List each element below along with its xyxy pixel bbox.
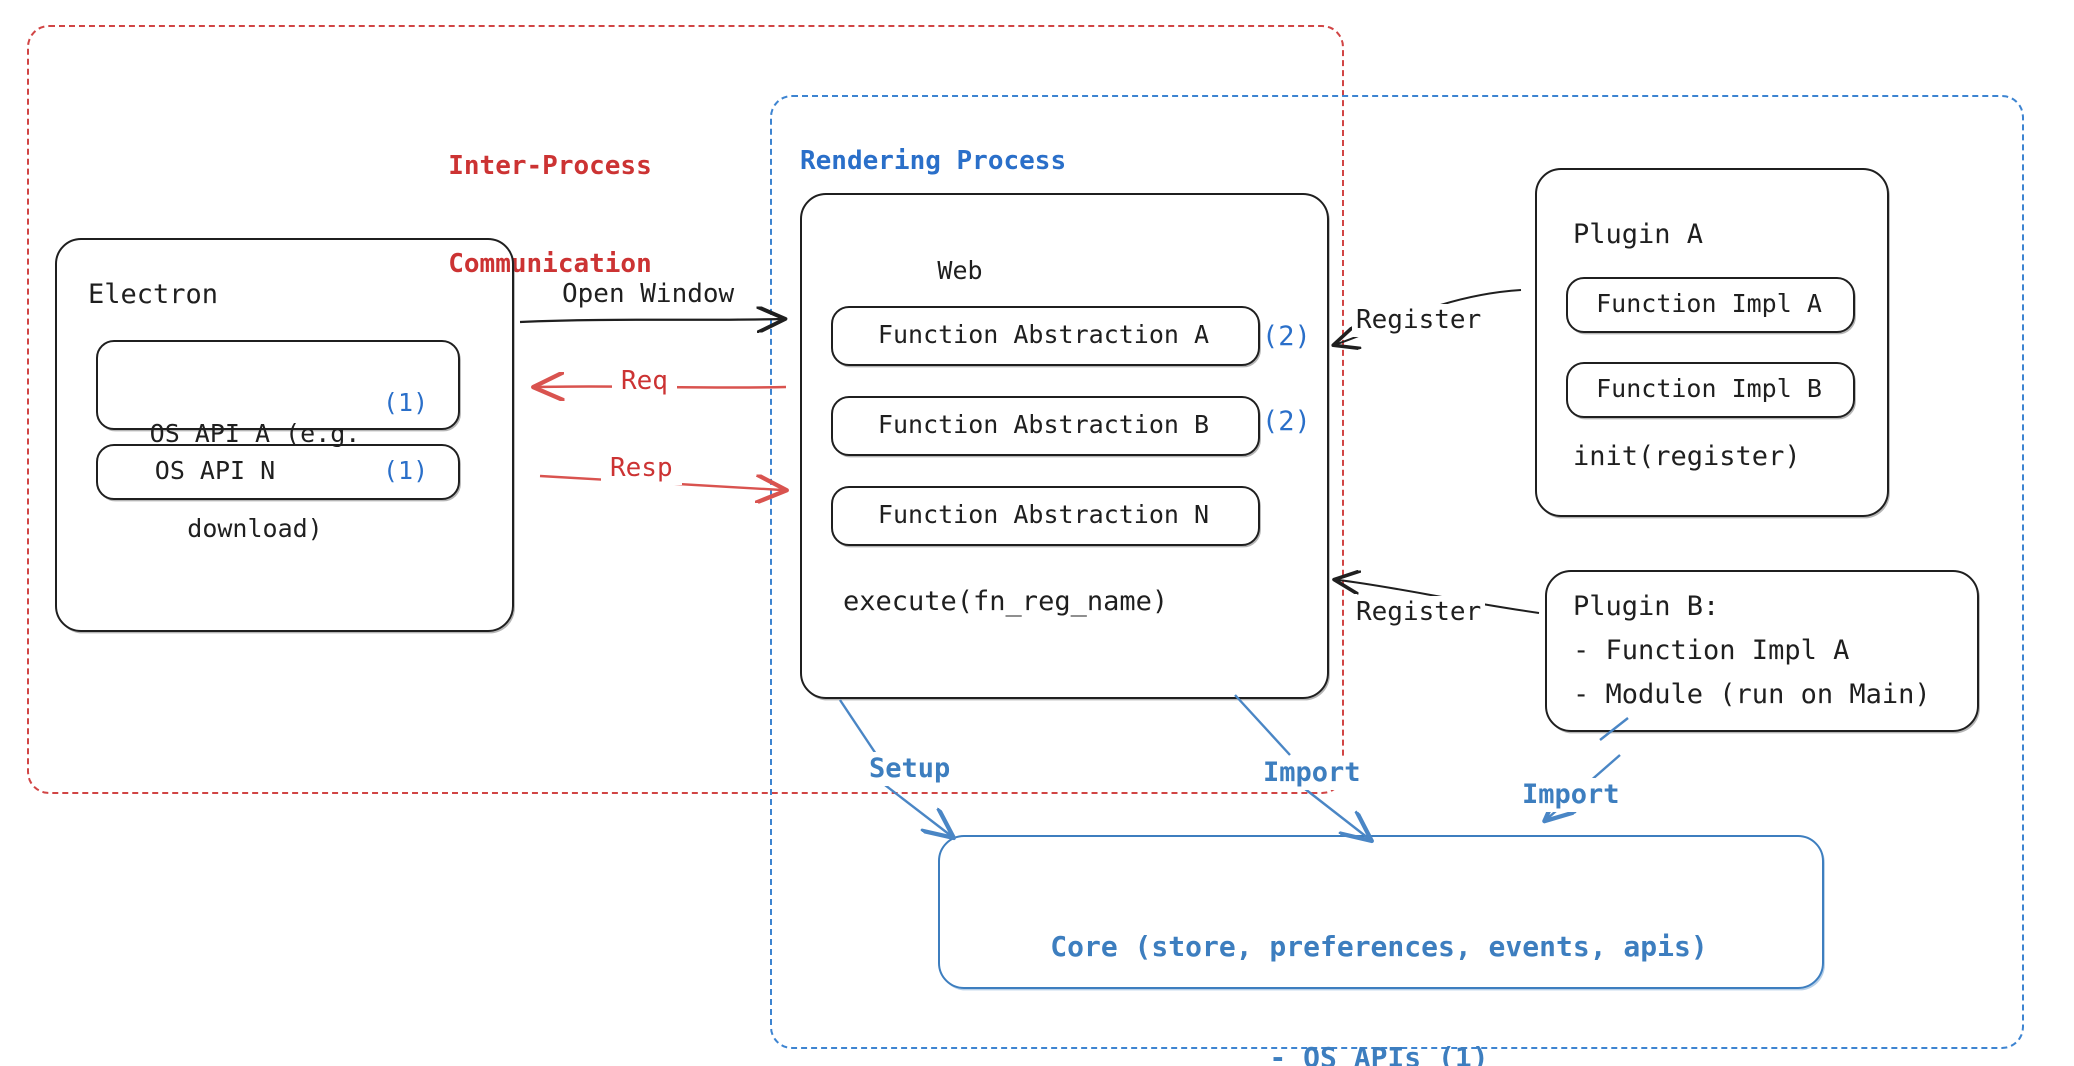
os-api-a-line2: download) — [187, 513, 323, 543]
rendering-process-boundary — [770, 95, 2024, 1049]
function-impl-b-box[interactable] — [1566, 362, 1855, 418]
function-abstraction-a-label: Function Abstraction A — [877, 320, 1210, 349]
function-abstraction-n-label: Function Abstraction N — [877, 500, 1210, 529]
rendering-process-label: Rendering Process — [800, 146, 1067, 176]
plugin-a-box[interactable] — [1535, 168, 1889, 517]
os-api-a-line1: OS API A (e.g. — [149, 419, 361, 448]
function-abstraction-a-box[interactable] — [831, 306, 1260, 366]
plugin-b-item-0: - Function Impl A — [1573, 635, 1850, 666]
plugin-b-box[interactable] — [1545, 570, 1979, 732]
function-impl-a-label: Function Impl A — [1596, 289, 1822, 318]
os-api-n-box[interactable] — [96, 444, 460, 500]
core-line-1: Core (store, preferences, events, apis) — [1050, 929, 1708, 963]
electron-box[interactable] — [55, 238, 514, 632]
os-api-a-box[interactable] — [96, 340, 460, 430]
plugin-a-init-label: init(register) — [1573, 441, 1801, 472]
function-impl-a-box[interactable] — [1566, 277, 1855, 333]
core-label: Core (store, preferences, events, apis) … — [940, 855, 1818, 1066]
function-abstraction-n-box[interactable] — [831, 486, 1260, 546]
edge-label-req: Req — [612, 365, 677, 398]
edge-label-import-web: Import — [1258, 756, 1366, 791]
ipc-boundary-label: Inter-Process Communication — [420, 84, 680, 346]
function-abstraction-b-badge: (2) — [1262, 406, 1311, 437]
edge-label-register-a: Register — [1352, 304, 1486, 337]
os-api-n-badge: (1) — [383, 456, 429, 485]
function-abstraction-b-label: Function Abstraction B — [877, 410, 1210, 439]
plugin-b-item-1: - Module (run on Main) — [1573, 679, 1931, 710]
edge-label-resp: Resp — [601, 452, 682, 485]
ipc-label-line2: Communication — [448, 248, 652, 279]
function-abstraction-a-badge: (2) — [1262, 321, 1311, 352]
function-impl-b-label: Function Impl B — [1596, 374, 1822, 403]
os-api-a-badge: (1) — [383, 388, 429, 417]
edge-label-import-plugin: Import — [1517, 778, 1625, 813]
ipc-label-line1: Inter-Process — [448, 150, 652, 181]
core-line-2: - OS APIs (1) — [1269, 1040, 1489, 1066]
edge-label-register-b: Register — [1352, 596, 1486, 629]
core-box[interactable] — [938, 835, 1824, 989]
web-title: Web — [937, 256, 983, 285]
plugin-b-title: Plugin B: — [1573, 591, 1720, 622]
function-abstraction-b-box[interactable] — [831, 396, 1260, 456]
os-api-n-label: OS API N — [154, 456, 276, 485]
ipc-boundary — [27, 25, 1344, 794]
os-api-a-label: OS API A (e.g. download) — [100, 355, 410, 607]
edge-label-open-window: Open Window — [558, 278, 739, 311]
web-execute-label: execute(fn_reg_name) — [843, 586, 1169, 617]
web-box[interactable] — [800, 193, 1329, 699]
plugin-a-title: Plugin A — [1573, 219, 1704, 250]
edge-label-setup: Setup — [864, 752, 956, 787]
electron-title: Electron — [88, 279, 219, 310]
